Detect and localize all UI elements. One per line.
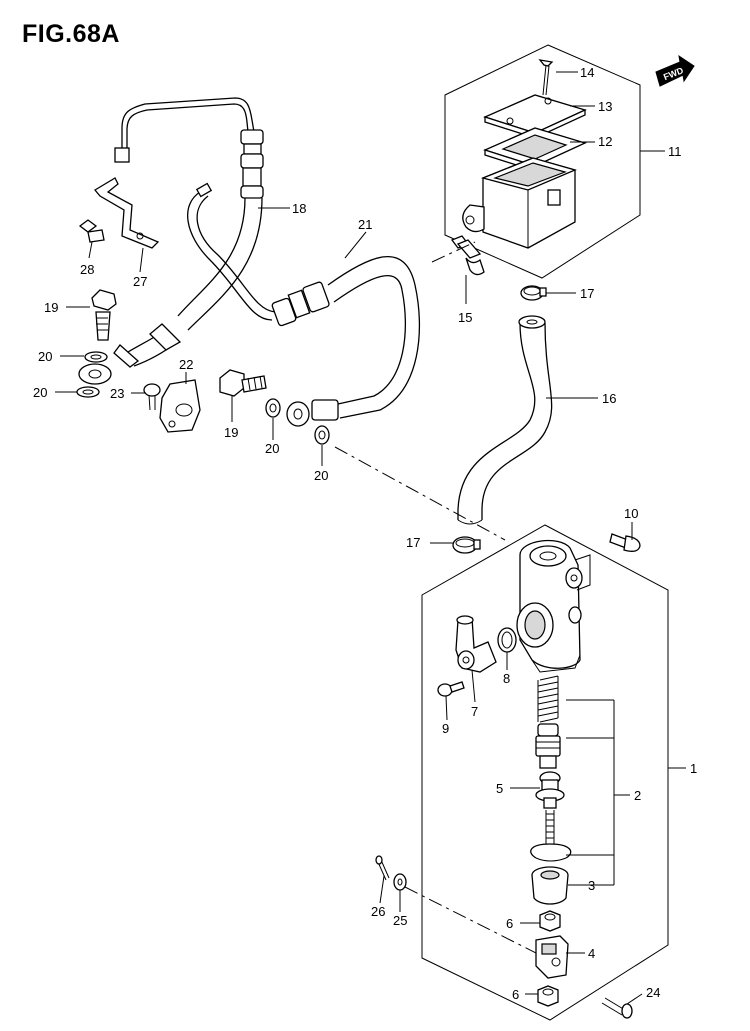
- callout-21: 21: [358, 217, 372, 232]
- callout-3: 3: [588, 878, 595, 893]
- callout-6-upper: 6: [506, 916, 513, 931]
- sealing-washer-middle-1: [265, 398, 281, 418]
- leader-reservoir-hose: [431, 241, 476, 263]
- callout-12: 12: [598, 134, 612, 149]
- callout-20-middle-1: 20: [265, 441, 279, 456]
- snap-ring: [530, 843, 572, 862]
- callout-20-left-2: 20: [33, 385, 47, 400]
- callout-19-middle: 19: [224, 425, 238, 440]
- cotter-pin: [375, 855, 390, 881]
- cylinder-mount-bolt: [609, 533, 641, 552]
- callout-10: 10: [624, 506, 638, 521]
- reservoir-group-frame: [444, 44, 641, 279]
- callout-13: 13: [598, 99, 612, 114]
- guide-screw: [143, 383, 161, 411]
- pin-washer: [393, 873, 407, 891]
- connector-screw: [437, 681, 465, 697]
- lock-nut-lower: [537, 985, 559, 1007]
- callout-16: 16: [602, 391, 616, 406]
- callout-leaders: [55, 71, 686, 1005]
- clevis-pin: [601, 997, 633, 1019]
- callout-26: 26: [371, 904, 385, 919]
- clevis: [535, 935, 569, 979]
- sealing-washer-left-1: [84, 351, 108, 363]
- callout-5: 5: [496, 781, 503, 796]
- piston-spring: [537, 675, 559, 723]
- callout-7: 7: [471, 704, 478, 719]
- callout-8: 8: [503, 671, 510, 686]
- reservoir-bolt: [450, 235, 485, 276]
- hose-clamp-top: [520, 285, 547, 301]
- callout-11: 11: [668, 144, 682, 159]
- callout-17-bottom: 17: [406, 535, 420, 550]
- dust-boot: [531, 866, 569, 905]
- brake-pipe-upper: [114, 97, 255, 163]
- leader-hose-cylinder: [334, 446, 506, 541]
- frame-step: [574, 554, 591, 591]
- reservoir-hose: [457, 315, 553, 525]
- callout-22: 22: [179, 357, 193, 372]
- callout-6-lower: 6: [512, 987, 519, 1002]
- callout-23: 23: [110, 386, 124, 401]
- leader-clevis-pin: [404, 886, 541, 956]
- reservoir-cap-screw: [538, 59, 554, 96]
- brake-hose-21: [187, 182, 421, 427]
- callout-9: 9: [442, 721, 449, 736]
- hose-bracket: [94, 177, 160, 249]
- callout-17-top: 17: [580, 286, 594, 301]
- push-rod: [535, 771, 565, 855]
- hose-clamp-bottom: [452, 536, 481, 554]
- callout-20-left-1: 20: [38, 349, 52, 364]
- callout-15: 15: [458, 310, 472, 325]
- bracket-bolt: [78, 219, 105, 243]
- fwd-arrow-icon: FWD: [655, 54, 695, 87]
- sealing-washer-left-2: [76, 386, 100, 398]
- callout-1: 1: [690, 761, 697, 776]
- reservoir-body: [462, 157, 577, 249]
- hose-guide: [159, 379, 201, 433]
- union-bolt-left: [91, 289, 117, 341]
- callout-25: 25: [393, 913, 407, 928]
- callout-24: 24: [646, 985, 660, 1000]
- callout-28: 28: [80, 262, 94, 277]
- callout-20-middle-2: 20: [314, 468, 328, 483]
- callout-27: 27: [133, 274, 147, 289]
- figure-title: FIG.68A: [22, 20, 120, 48]
- callout-14: 14: [580, 65, 594, 80]
- union-bolt-middle: [219, 369, 267, 397]
- piston-cup: [535, 723, 561, 769]
- callout-4: 4: [588, 946, 595, 961]
- sealing-washer-middle-2: [314, 425, 330, 445]
- master-cylinder-frame: [421, 524, 669, 1021]
- lock-nut-upper: [539, 910, 561, 932]
- brake-hose-18: [78, 129, 264, 385]
- hose-connector: [455, 615, 497, 673]
- callout-18: 18: [292, 201, 306, 216]
- master-cylinder-body: [516, 539, 583, 673]
- callout-19-left: 19: [44, 300, 58, 315]
- o-ring: [497, 627, 517, 653]
- callout-2: 2: [634, 788, 641, 803]
